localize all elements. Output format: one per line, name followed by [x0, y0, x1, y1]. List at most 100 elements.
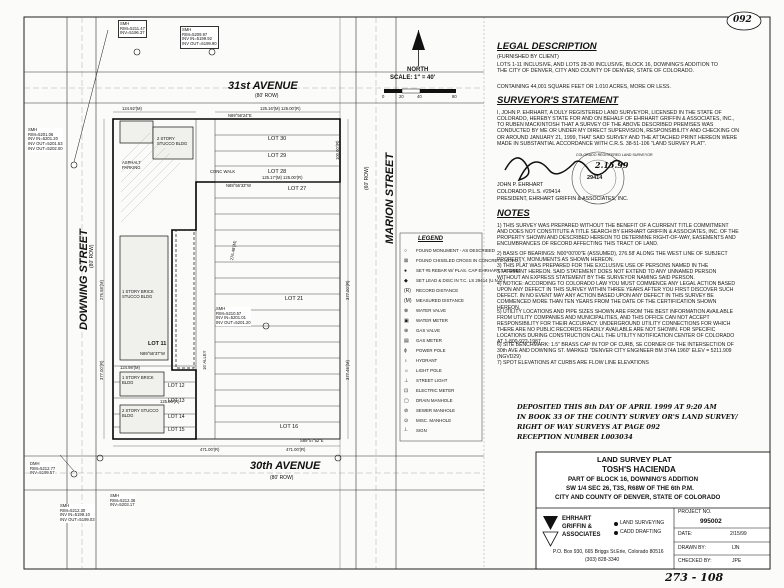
smh-7-l2: INV IN=5199.10 [60, 512, 90, 518]
smh-3-l2: INV IN=5201.20 [28, 136, 58, 142]
corner-page-number: 092 [733, 15, 752, 25]
smh-7-l3: INV OUT=5199.03 [60, 517, 95, 523]
checked-by-value: JPE [732, 558, 742, 564]
smh-3-l4: INV OUT=5202.00 [28, 145, 63, 151]
dim-3: 125.17'(M) 125.00'(R) [262, 175, 303, 180]
legend-text: MEASURED DISTANCE [416, 298, 464, 303]
smh-4-l3: INV OUT=5201.20 [216, 320, 251, 326]
note-item: 1) THIS SURVEY WAS PREPARED WITHOUT THE … [497, 223, 739, 247]
date-label: DATE: [678, 531, 693, 537]
legend-text: FOUND CHISELED CROSS IN CONCRETE (U.N.O.… [416, 258, 521, 263]
asphalt-label: ASPHALT PARKING [122, 160, 141, 170]
legend-text: LIGHT POLE [416, 368, 442, 373]
smh-2-title: SMH [182, 27, 192, 32]
dim-13: 100.00'(R) [335, 140, 340, 160]
legend-symbol-icon: ┴ [404, 428, 408, 434]
legend-item: (R)RECORD DISTANCE [404, 288, 458, 294]
legend-text: DRAIN MANHOLE [416, 398, 453, 403]
legend-item: ▢DRAIN MANHOLE [404, 398, 453, 404]
smh-3-l1: RIM=5201.06 [28, 131, 54, 137]
dim-11: 377.00'(R) [99, 360, 104, 380]
dmh-l2: INV=5199.57 [30, 470, 55, 476]
legend-item: ⊙ MISC. MANHOLE [404, 418, 451, 424]
bldg-2story-top: 2 STORY STUCCO BLDG [157, 136, 188, 146]
legend-text: ELECTRIC METER [416, 388, 455, 393]
firm-address: P.O. Box 930, 665 Briggs St.Erie, Colora… [553, 549, 664, 555]
title-line-3: PART OF BLOCK 16, DOWNING'S ADDITION [568, 476, 699, 483]
legend-item: ⊡ELECTRIC METER [404, 388, 454, 394]
lot-30: LOT 30 [268, 136, 287, 142]
dim-7: 471.00'(R) [286, 447, 306, 452]
bottom-reference-number: 273 - 108 [665, 571, 724, 584]
bldg-1story-stucco: 1 STORY BRICK STUCCO BLDG [122, 289, 154, 299]
street-marion-row: (60' ROW) [364, 166, 370, 190]
smh-callout-1: SMH RIM=5211.47 INV=5196.37 [118, 20, 147, 39]
lot-14: LOT 14 [168, 414, 185, 420]
lot-12: LOT 12 [168, 383, 185, 389]
smh-7-l1: RIM=5212.30 [60, 507, 86, 513]
legend-symbol-icon: ◆ [404, 278, 408, 284]
smh-3-title: SMH [28, 127, 38, 132]
legend-text: POWER POLE [416, 348, 446, 353]
conc-walk-label: CONC WALK [210, 169, 236, 174]
surveyor-body: I, JOHN P. EHRHART, A DULY REGISTERED LA… [497, 110, 739, 147]
title-plat: LAND SURVEY PLAT [597, 455, 672, 464]
dim-10: 276.58'(M) [99, 280, 104, 300]
smh-1-title: SMH [120, 21, 130, 26]
firm-name-1: EHRHART [562, 516, 592, 522]
lot-28: LOT 28 [268, 169, 287, 175]
bldg-2story-bottom: 2 STORY STUCCO BLDG [122, 408, 159, 418]
firm-service-1: LAND SURVEYING [620, 520, 665, 526]
title-line-5: CITY AND COUNTY OF DENVER, STATE OF COLO… [555, 494, 721, 501]
legend-symbol-icon: ● [404, 268, 408, 274]
dim-5: 125.00'(R) [160, 399, 180, 404]
smh-callout-4: SMH RIM=5210.57 INV IN=5201.01 INV OUT=5… [216, 306, 251, 326]
lot-13: LOT 13 [168, 398, 185, 404]
legend-symbol-icon: ϕ [404, 348, 407, 354]
alley-label: 16' ALLEY [202, 350, 207, 370]
project-no-label: PROJECT NO. [678, 509, 712, 515]
legend-item: ▣WATER METER [404, 318, 448, 324]
firm-name-3: ASSOCIATES [562, 532, 601, 538]
legend-symbol-icon: ⊙ [404, 418, 409, 424]
legend-item: ♁HYDRANT [404, 358, 437, 364]
dim-bearing-2: N89°56'33"W [226, 183, 251, 188]
legend-text: SET #5 REBAR W/ PLAS. CAP EHRHART, LS 29… [416, 268, 521, 273]
firm-name-2: GRIFFIN & [562, 524, 592, 530]
legend-item: ⊗WATER VALVE [404, 308, 446, 314]
smh-4-l1: RIM=5210.57 [216, 310, 242, 316]
legend-text: SEWER MANHOLE [416, 408, 456, 413]
legend-symbol-icon: ☼ [404, 368, 409, 374]
smh-2-l3: INV OUT=5199.90 [182, 41, 217, 47]
surveyor-name: JOHN P. EHRHART [497, 182, 544, 188]
smh-6-title: SMH [110, 493, 120, 498]
smh-6-l2: INV=5203.17 [110, 502, 135, 508]
legend-text: STREET LIGHT [416, 378, 448, 383]
smh-1-l1: RIM=5211.47 [120, 25, 145, 31]
seal-number: 29414 [587, 175, 603, 181]
dim-bearing-1: N89°56'24"E [228, 113, 252, 118]
scale-tick-80: 80 [452, 94, 457, 99]
dmh-callout: DMH RIM=5212.77 INV=5199.57 [30, 461, 56, 477]
bldg-1story-brick: 1 STORY BRICK BLDG [122, 375, 154, 385]
firm-service-2: CADD DRAFTING [620, 529, 662, 535]
street-31st-avenue: 31st AVENUE [228, 80, 298, 92]
legend-symbol-icon: ▣ [404, 318, 409, 324]
legend-heading: LEGEND [418, 236, 444, 242]
note-item: 5) UTILITY LOCATIONS AND PIPE SIZES SHOW… [497, 309, 735, 345]
legend-text: GAS METER [416, 338, 442, 343]
legend-text: WATER VALVE [416, 308, 447, 313]
legend-text: MISC. MANHOLE [416, 418, 452, 423]
north-label: NORTH [407, 67, 429, 73]
smh-4-title: SMH [216, 306, 226, 311]
notes-heading: NOTES [497, 208, 530, 219]
legend-symbol-icon: ○ [404, 248, 408, 254]
scale-tick-20: 20 [399, 94, 404, 99]
lot-15: LOT 15 [168, 427, 185, 433]
street-30th-avenue: 30th AVENUE [250, 460, 321, 472]
scale-label: SCALE: 1" = 40' [390, 75, 436, 81]
dmh-title: DMH [30, 461, 40, 466]
surveyor-license: COLORADO P.L.S. #29414 [497, 189, 561, 195]
